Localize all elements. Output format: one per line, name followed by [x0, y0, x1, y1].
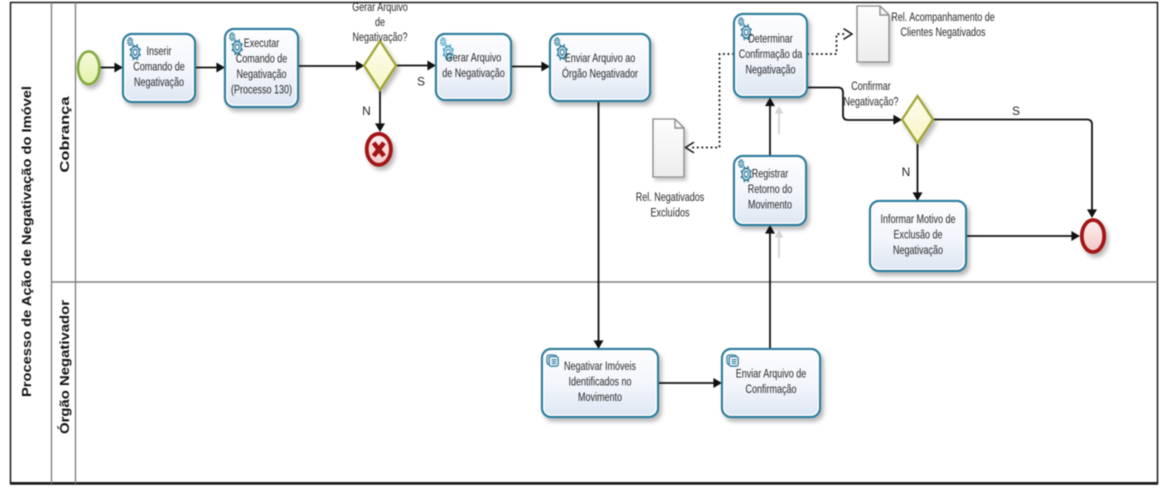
svg-text:S: S — [417, 75, 425, 89]
svg-text:Movimento: Movimento — [578, 391, 622, 405]
svg-text:Clientes Negativados: Clientes Negativados — [901, 26, 986, 40]
svg-text:Excluídos: Excluídos — [651, 206, 690, 220]
svg-text:Confirmação: Confirmação — [746, 383, 797, 397]
svg-text:Negativação?: Negativação? — [353, 31, 408, 45]
svg-text:Órgão Negativador: Órgão Negativador — [57, 300, 72, 434]
svg-text:Negativação?: Negativação? — [844, 95, 899, 109]
svg-text:Negativação: Negativação — [893, 244, 943, 258]
svg-text:Enviar Arquivo ao: Enviar Arquivo ao — [565, 52, 636, 66]
svg-text:Processo de Ação de Negativaçã: Processo de Ação de Negativação do Imóve… — [19, 86, 34, 397]
svg-text:Identificados no: Identificados no — [569, 375, 632, 389]
svg-text:Confirmação da: Confirmação da — [739, 48, 803, 62]
svg-text:Cobrança: Cobrança — [57, 96, 72, 173]
svg-text:N: N — [362, 104, 371, 118]
svg-text:Rel. Acompanhamento de: Rel. Acompanhamento de — [891, 11, 995, 25]
svg-text:Exclusão de: Exclusão de — [894, 228, 943, 242]
svg-text:Gerar Arquivo: Gerar Arquivo — [352, 1, 408, 15]
svg-text:Comando de: Comando de — [236, 52, 288, 66]
svg-text:Negativar Imóveis: Negativar Imóveis — [564, 360, 636, 374]
svg-text:Executar: Executar — [244, 37, 280, 51]
svg-text:Órgão Negativador: Órgão Negativador — [562, 66, 638, 81]
svg-text:Rel. Negativados: Rel. Negativados — [636, 191, 704, 205]
svg-text:de Negativação: de Negativação — [442, 67, 505, 81]
svg-text:(Processo 130): (Processo 130) — [231, 83, 292, 97]
svg-text:N: N — [902, 165, 911, 179]
svg-text:Negativação: Negativação — [237, 68, 287, 82]
svg-text:de: de — [375, 16, 385, 30]
svg-text:Inserir: Inserir — [147, 45, 172, 59]
svg-text:Enviar Arquivo de: Enviar Arquivo de — [736, 367, 807, 381]
svg-text:Retorno do: Retorno do — [748, 183, 793, 197]
svg-text:Informar Motivo de: Informar Motivo de — [881, 213, 956, 227]
svg-text:Comando de: Comando de — [133, 60, 185, 74]
svg-text:S: S — [1012, 104, 1020, 118]
svg-text:Registrar: Registrar — [752, 167, 789, 181]
svg-text:Determinar: Determinar — [748, 32, 793, 46]
svg-text:Confirmar: Confirmar — [851, 80, 891, 94]
svg-text:Negativação: Negativação — [134, 76, 184, 90]
svg-text:Negativação: Negativação — [746, 63, 796, 77]
svg-text:Movimento: Movimento — [748, 198, 792, 212]
svg-text:Gerar Arquivo: Gerar Arquivo — [446, 51, 502, 65]
